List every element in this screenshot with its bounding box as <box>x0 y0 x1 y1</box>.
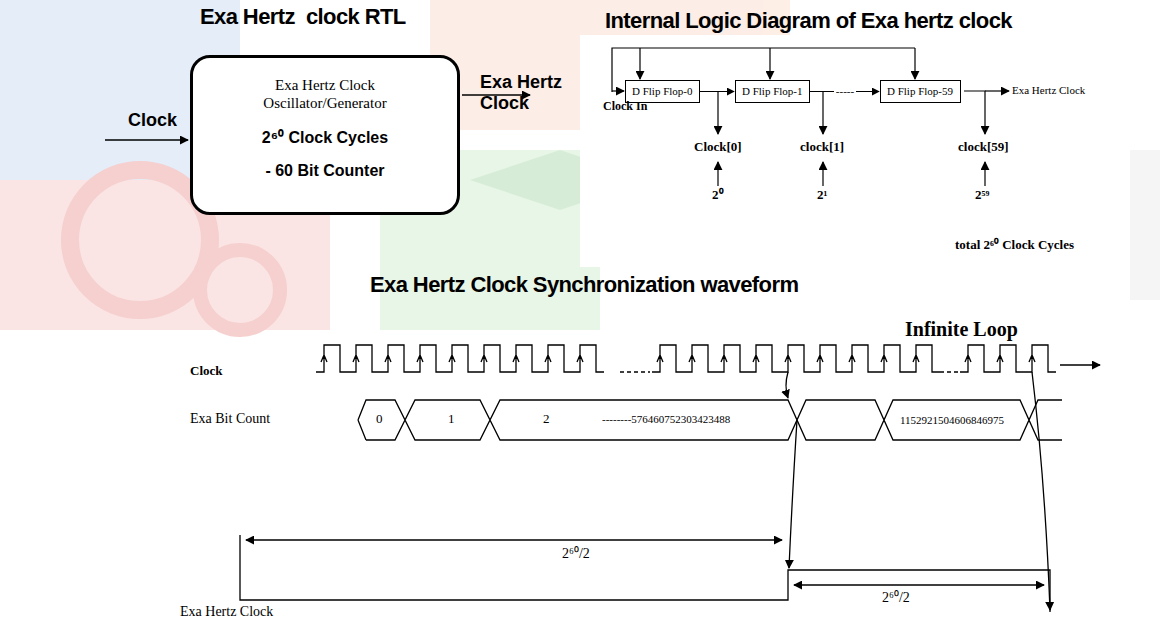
heading: Internal Logic Diagram of Exa hertz cloc… <box>605 8 1012 33</box>
bit-weight: 2⁵⁹ <box>975 188 989 203</box>
signal-name: Exa Hertz Clock <box>1012 84 1085 97</box>
node-text: D Flip Flop-1 <box>742 85 803 98</box>
heading: Exa Hertz Clock Synchronization waveform <box>370 272 798 297</box>
signal-name: Clock <box>128 110 177 131</box>
bit-name: clock[1] <box>800 140 844 155</box>
count-value: 1 <box>448 412 455 427</box>
note: Infinite Loop <box>905 318 1018 341</box>
signal-name: Exa Hertz Clock <box>480 72 576 113</box>
count-value: 1152921504606846975 <box>900 414 1004 427</box>
signal-name: Clock In <box>603 100 647 114</box>
heading: Exa Hertz clock RTL <box>200 4 406 29</box>
bit-name: clock[59] <box>958 140 1009 155</box>
watermark <box>0 0 1160 330</box>
clock-pulse <box>960 345 1056 372</box>
clock-pulse <box>652 345 940 372</box>
connector <box>700 91 734 92</box>
bit-weight: 2⁰ <box>712 188 724 203</box>
node-text: D Flip Flop-0 <box>632 85 693 98</box>
waveforms <box>240 345 1100 612</box>
signal-name: Exa Hertz Clock <box>180 604 273 620</box>
dimension: 2⁶⁰/2 <box>560 546 592 562</box>
signal-name: Exa Bit Count <box>190 411 270 427</box>
node-text: Exa Hertz Clock Oscillator/Generator <box>230 76 420 112</box>
count-value: --------576460752303423488 <box>600 413 732 426</box>
counter-box: Exa Hertz Clock Oscillator/Generator 2⁶⁰ … <box>190 55 460 215</box>
logic-wires <box>612 48 1009 186</box>
note: total 2⁶⁰ Clock Cycles <box>955 238 1074 253</box>
clock-pulse <box>316 345 604 372</box>
count-value: 0 <box>376 412 383 427</box>
bit-weight: 2¹ <box>817 188 827 203</box>
node-text: D Flip Flop-59 <box>887 85 954 98</box>
node-text: - 60 Bit Counter <box>265 162 384 180</box>
logic-panel <box>580 35 1110 267</box>
node-text: 2⁶⁰ Clock Cycles <box>262 126 388 148</box>
count-value: 2 <box>543 412 550 427</box>
signal-name: Clock <box>190 364 223 379</box>
bit-name: Clock[0] <box>694 140 742 155</box>
flip-flop-box: D Flip Flop-1 <box>735 80 810 103</box>
edge-label: ----- <box>834 85 856 98</box>
flip-flop-box: D Flip Flop-59 <box>880 80 961 103</box>
dimension: 2⁶⁰/2 <box>880 590 912 606</box>
